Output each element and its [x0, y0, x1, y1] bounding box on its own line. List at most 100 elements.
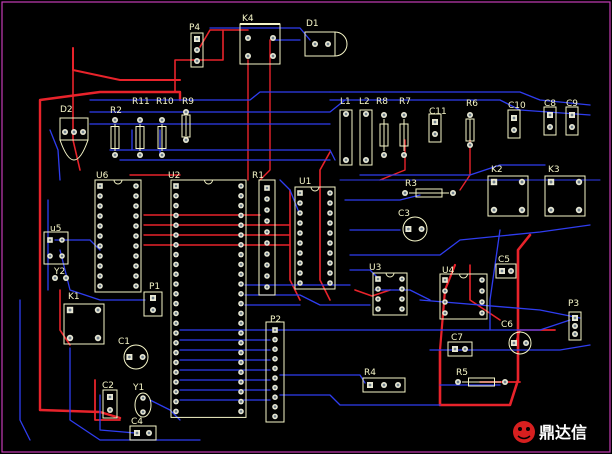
pad-hole: [138, 153, 142, 157]
pad-hole: [273, 395, 277, 399]
pad-hole: [265, 252, 269, 256]
pad-hole: [328, 221, 332, 225]
pad-hole: [573, 332, 577, 336]
top-copper-trace: [94, 379, 121, 421]
capacitor-c11: [428, 113, 442, 143]
top-copper-trace: [289, 189, 301, 301]
pad-hole: [98, 224, 102, 228]
receiver-d2: [59, 117, 89, 141]
pad-hole: [96, 336, 100, 340]
component-label-r1: R1: [252, 171, 264, 181]
pad-hole: [174, 321, 178, 325]
diode-d1-lens: [334, 31, 348, 57]
pad-hole: [108, 408, 112, 412]
pad-hole: [147, 431, 151, 435]
pad-hole: [134, 284, 138, 288]
pad-hole: [328, 191, 332, 195]
pad-hole: [468, 113, 472, 117]
component-label-d1: D1: [306, 19, 319, 29]
component-label-l2: L2: [359, 97, 370, 107]
bottom-copper-trace: [344, 194, 421, 201]
pad-hole: [480, 278, 484, 282]
component-label-u4: U4: [442, 266, 455, 276]
ic-u6: [94, 179, 142, 293]
pad-hole: [239, 272, 243, 276]
pad-hole: [573, 316, 577, 320]
pad-hole: [68, 336, 72, 340]
pad-hole: [298, 261, 302, 265]
capacitor-c9: [565, 106, 579, 136]
top-copper-trace: [438, 233, 532, 407]
pad-hole: [298, 211, 302, 215]
component-label-d2: D2: [60, 105, 73, 115]
pad-hole: [492, 208, 496, 212]
component-label-r2: R2: [110, 106, 122, 116]
pad-hole: [453, 347, 457, 351]
pad-hole: [174, 253, 178, 256]
pad-hole: [407, 227, 410, 231]
bottom-copper-trace: [279, 179, 301, 216]
pad-hole: [298, 231, 302, 235]
pad-hole: [134, 274, 138, 278]
pad-hole: [344, 158, 348, 162]
pad-hole: [141, 396, 145, 400]
switch-k2: [487, 175, 529, 217]
pad-hole: [174, 380, 178, 384]
capacitor-c1: [123, 344, 149, 370]
pad-hole: [402, 153, 406, 157]
pad-hole: [174, 351, 178, 354]
pad-hole: [328, 211, 332, 215]
inductor-l2: [359, 109, 373, 166]
pad-hole: [239, 380, 243, 384]
component-label-c3: C3: [398, 209, 410, 219]
diode-d1: [304, 31, 336, 57]
bottom-copper-trace: [19, 299, 31, 441]
pad-hole: [48, 238, 52, 242]
component-label-r3: R3: [405, 179, 417, 189]
top-copper-trace: [59, 289, 71, 346]
component-label-y2: Y2: [53, 267, 65, 277]
pad-hole: [98, 274, 102, 278]
component-label-r11: R11: [132, 97, 150, 107]
pad-hole: [184, 138, 188, 142]
pad-hole: [195, 48, 199, 52]
pad-hole: [174, 282, 178, 286]
logo-text: 鼎达信: [539, 423, 587, 442]
pad-hole: [174, 272, 178, 276]
resistor-network-r1: [258, 179, 276, 296]
resistor-r2: [110, 126, 120, 149]
bottom-copper-trace: [89, 91, 331, 101]
bottom-copper-trace: [89, 99, 346, 113]
ic-notch: [204, 179, 213, 185]
bottom-copper-trace: [109, 149, 336, 161]
component-label-l1: L1: [340, 97, 351, 107]
pad-hole: [134, 244, 138, 248]
pad-hole: [273, 386, 277, 389]
capacitor-c7: [447, 341, 473, 357]
top-copper-trace: [199, 29, 249, 48]
bottom-copper-trace: [419, 299, 581, 319]
pad-hole: [184, 110, 188, 114]
logo-eye: [518, 427, 522, 431]
pad-hole: [60, 238, 64, 242]
resistor-r4: [362, 377, 406, 393]
pad-hole: [134, 264, 138, 268]
resistor-r10: [157, 126, 167, 149]
pad-hole: [265, 263, 269, 267]
component-label-r6: R6: [466, 99, 478, 109]
pad-hole: [443, 278, 447, 282]
pad-hole: [463, 347, 467, 351]
pad-hole: [443, 289, 447, 293]
pad-hole: [174, 302, 178, 305]
logo: 鼎达信: [513, 421, 587, 443]
capacitor-c2: [102, 389, 118, 419]
pad-hole: [98, 264, 102, 268]
pad-hole: [239, 302, 243, 305]
pad-hole: [273, 415, 277, 418]
pad-hole: [60, 254, 64, 258]
pad-hole: [420, 227, 423, 231]
resistor-r5: [468, 377, 495, 387]
component-label-u5: u5: [50, 224, 61, 234]
pad-hole: [81, 130, 85, 134]
pad-hole: [548, 113, 552, 117]
